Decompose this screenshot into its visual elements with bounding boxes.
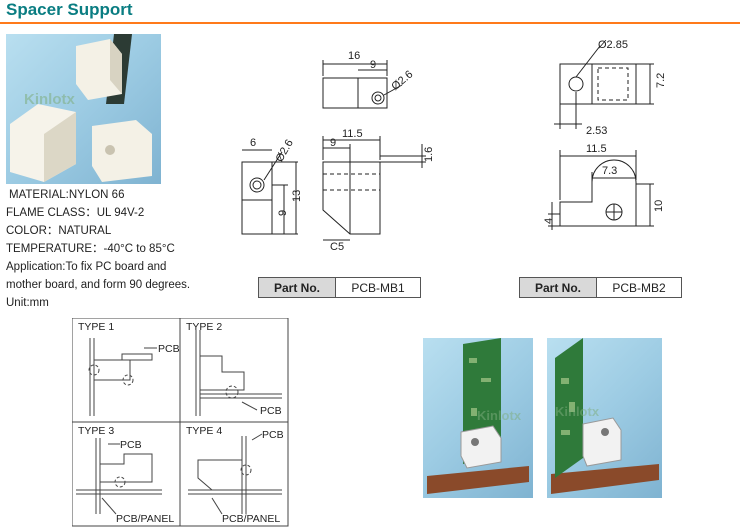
spacer-render — [460, 425, 502, 469]
type3-pcb-label: PCB — [120, 439, 142, 451]
mb1-dim-13: 13 — [291, 190, 303, 202]
base-plate — [427, 466, 529, 494]
part-no-value: PCB-MB1 — [335, 277, 421, 298]
mb1-dim-9-top: 9 — [370, 59, 376, 71]
render-mb1: Kinlotx — [423, 338, 533, 498]
mb1-dim-16: 16 — [348, 50, 360, 62]
type1-pcb-label: PCB — [158, 343, 180, 355]
render-watermark: Kinlotx — [477, 408, 522, 423]
spacer-right-shape — [92, 120, 152, 182]
mb1-hole-side — [249, 177, 265, 193]
product-photo-art: Kinlotx — [10, 34, 152, 182]
render-mb2-art: Kinlotx — [551, 338, 659, 494]
mb1-hole-top — [371, 91, 385, 105]
mb1-dim-16b: 1.6 — [423, 147, 435, 162]
mb2-front-view — [559, 159, 637, 227]
spec-application-1: Application:To fix PC board and — [6, 261, 167, 273]
type2-spacer — [199, 355, 245, 391]
part-no-header: Part No. — [258, 277, 336, 298]
part-no-value: PCB-MB2 — [596, 277, 682, 298]
mb2-top-view — [559, 63, 637, 105]
type4-title: TYPE 4 — [186, 425, 222, 437]
mb2-dim-72: 7.2 — [655, 73, 667, 88]
base-plate — [551, 464, 659, 494]
page-title: Spacer Support — [6, 0, 133, 19]
mb1-dim-6: 6 — [250, 137, 256, 149]
render-mb2: Kinlotx — [547, 338, 662, 498]
mb1-front-view — [322, 161, 381, 235]
mb2-dim-10: 10 — [653, 200, 665, 212]
type4-pcb-label: PCB — [262, 429, 284, 441]
type3-spacer — [99, 453, 153, 483]
type4-spacer — [197, 459, 243, 491]
mb1-dim-115: 11.5 — [342, 128, 363, 140]
photo-watermark: Kinlotx — [24, 91, 75, 108]
mb1-side-view — [241, 161, 273, 235]
spec-unit: Unit:mm — [6, 297, 49, 309]
mb2-dim-285: Ø2.85 — [598, 39, 628, 51]
mounting-types-diagram: TYPE 1 PCB TYPE 2 PCB TYPE 3 PCB PCB/PAN… — [72, 318, 289, 527]
mb1-dim-26-top: Ø2.6 — [389, 68, 415, 93]
mb2-dim-253: 2.53 — [586, 125, 607, 137]
type3-panel-label: PCB/PANEL — [116, 513, 174, 525]
type2-title: TYPE 2 — [186, 321, 222, 333]
spec-flame-class: FLAME CLASS：UL 94V-2 — [6, 207, 145, 219]
spec-temperature: TEMPERATURE：-40°C to 85°C — [6, 243, 175, 255]
mb1-dim-26-side: Ø2.6 — [274, 138, 296, 165]
mb2-dim-115: 11.5 — [586, 143, 607, 155]
part-table-mb1: Part No. PCB-MB1 — [258, 277, 421, 298]
spec-application-2: mother board, and form 90 degrees. — [6, 279, 191, 291]
title-underline — [0, 22, 740, 24]
spacer-render — [582, 417, 622, 467]
mb1-dim-9-front: 9 — [330, 137, 336, 149]
type4-panel-label: PCB/PANEL — [222, 513, 280, 525]
mb1-dim-c5: C5 — [330, 241, 344, 253]
part-no-header: Part No. — [519, 277, 597, 298]
product-photo: Kinlotx — [6, 34, 161, 184]
render-watermark: Kinlotx — [555, 404, 600, 419]
spec-color: COLOR：NATURAL — [6, 225, 112, 237]
mb2-dim-4: 4 — [543, 218, 555, 224]
spec-list: MATERIAL:NYLON 66 FLAME CLASS：UL 94V-2 C… — [6, 186, 190, 312]
mb2-dim-73: 7.3 — [602, 165, 617, 177]
spec-material: MATERIAL:NYLON 66 — [9, 189, 125, 201]
pcb-mb1-drawing: 16 9 Ø2.6 6 Ø2.6 9 13 11.5 9 1.6 C5 — [241, 50, 435, 253]
part-table-mb2: Part No. PCB-MB2 — [519, 277, 682, 298]
render-mb1-art: Kinlotx — [427, 338, 529, 494]
pcb-mb2-drawing: Ø2.85 7.2 2.53 11.5 7.3 10 4 — [543, 39, 667, 230]
type1-title: TYPE 1 — [78, 321, 114, 333]
type3-title: TYPE 3 — [78, 425, 114, 437]
type2-pcb-label: PCB — [260, 405, 282, 417]
mb1-dim-9-side: 9 — [277, 210, 289, 216]
mb2-hole-top — [568, 76, 584, 92]
